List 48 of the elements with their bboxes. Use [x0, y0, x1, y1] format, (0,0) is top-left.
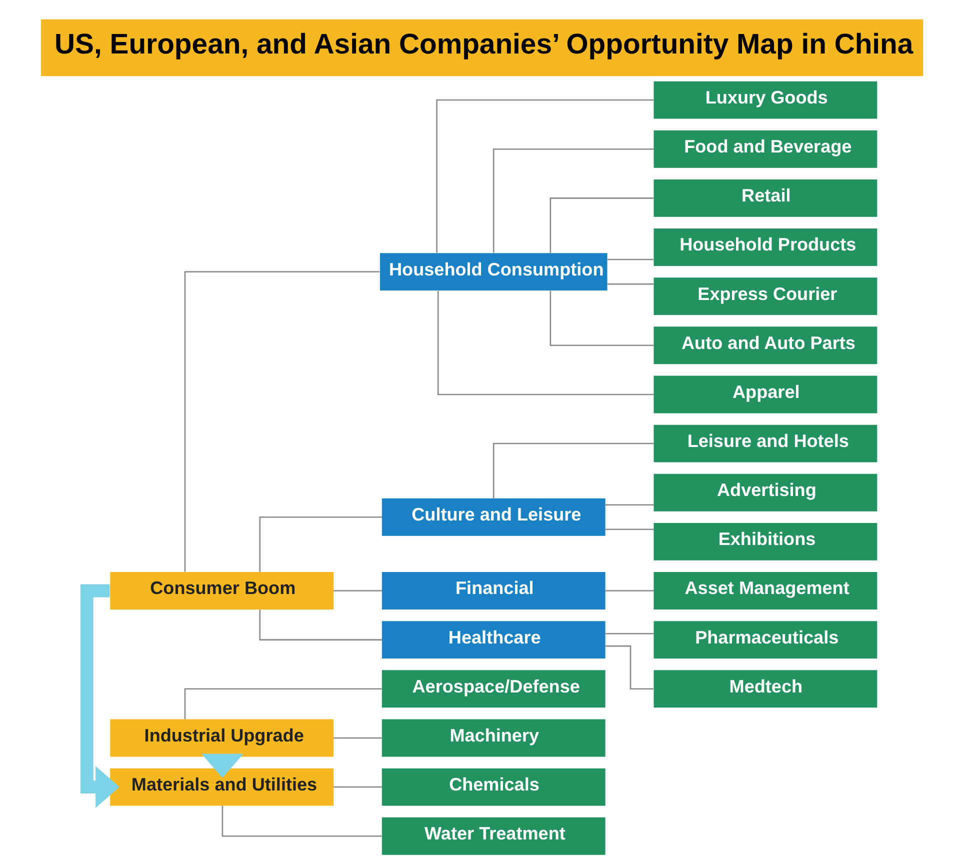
node-box: Machinery [381, 718, 605, 756]
node-box: Exhibitions [653, 522, 877, 560]
connector [492, 442, 654, 498]
connector [221, 805, 382, 836]
connector [606, 258, 653, 260]
node-box: Leisure and Hotels [653, 424, 877, 462]
connector [184, 688, 382, 719]
diagram-title: US, European, and Asian Companies’ Opportunity Map in China [54, 28, 913, 60]
node-box: Financial [381, 572, 605, 609]
node-box: Medtech [653, 670, 877, 708]
arrow [200, 753, 243, 778]
connector [606, 282, 653, 284]
node-box: Culture and Leisure [381, 498, 605, 536]
node-box: Apparel [653, 375, 877, 413]
node-box: Household Consumption [379, 252, 607, 290]
connector [604, 644, 653, 690]
connector [436, 290, 654, 395]
node-box: Household Products [653, 228, 877, 266]
node-box: Materials and Utilities [110, 768, 333, 806]
node-box: Auto and Auto Parts [653, 326, 877, 364]
arrow [80, 584, 120, 808]
node-box: Food and Beverage [653, 130, 877, 168]
node-box: Luxury Goods [653, 80, 877, 118]
node-box: Water Treatment [381, 816, 605, 854]
node-box: Industrial Upgrade [110, 718, 333, 756]
connector [333, 786, 382, 788]
node-box: Pharmaceuticals [653, 620, 877, 658]
connector [604, 528, 654, 530]
connector [333, 590, 382, 591]
node-box: Express Courier [653, 277, 877, 315]
connector [549, 197, 654, 252]
connector [258, 516, 382, 572]
connector [184, 270, 380, 572]
node-box: Healthcare [381, 620, 605, 658]
connector [604, 504, 654, 506]
node-box: Asset Management [653, 572, 877, 609]
node-box: Retail [653, 178, 877, 216]
connector [333, 736, 382, 738]
connector [604, 632, 654, 634]
node-box: Chemicals [381, 768, 605, 806]
connector [492, 148, 654, 252]
connector [604, 590, 654, 591]
connector [436, 98, 654, 252]
node-box: Aerospace/Defense [381, 670, 605, 708]
node-box: Advertising [653, 473, 877, 511]
connector [549, 290, 654, 346]
node-box: Consumer Boom [110, 572, 333, 609]
connector [258, 609, 382, 640]
